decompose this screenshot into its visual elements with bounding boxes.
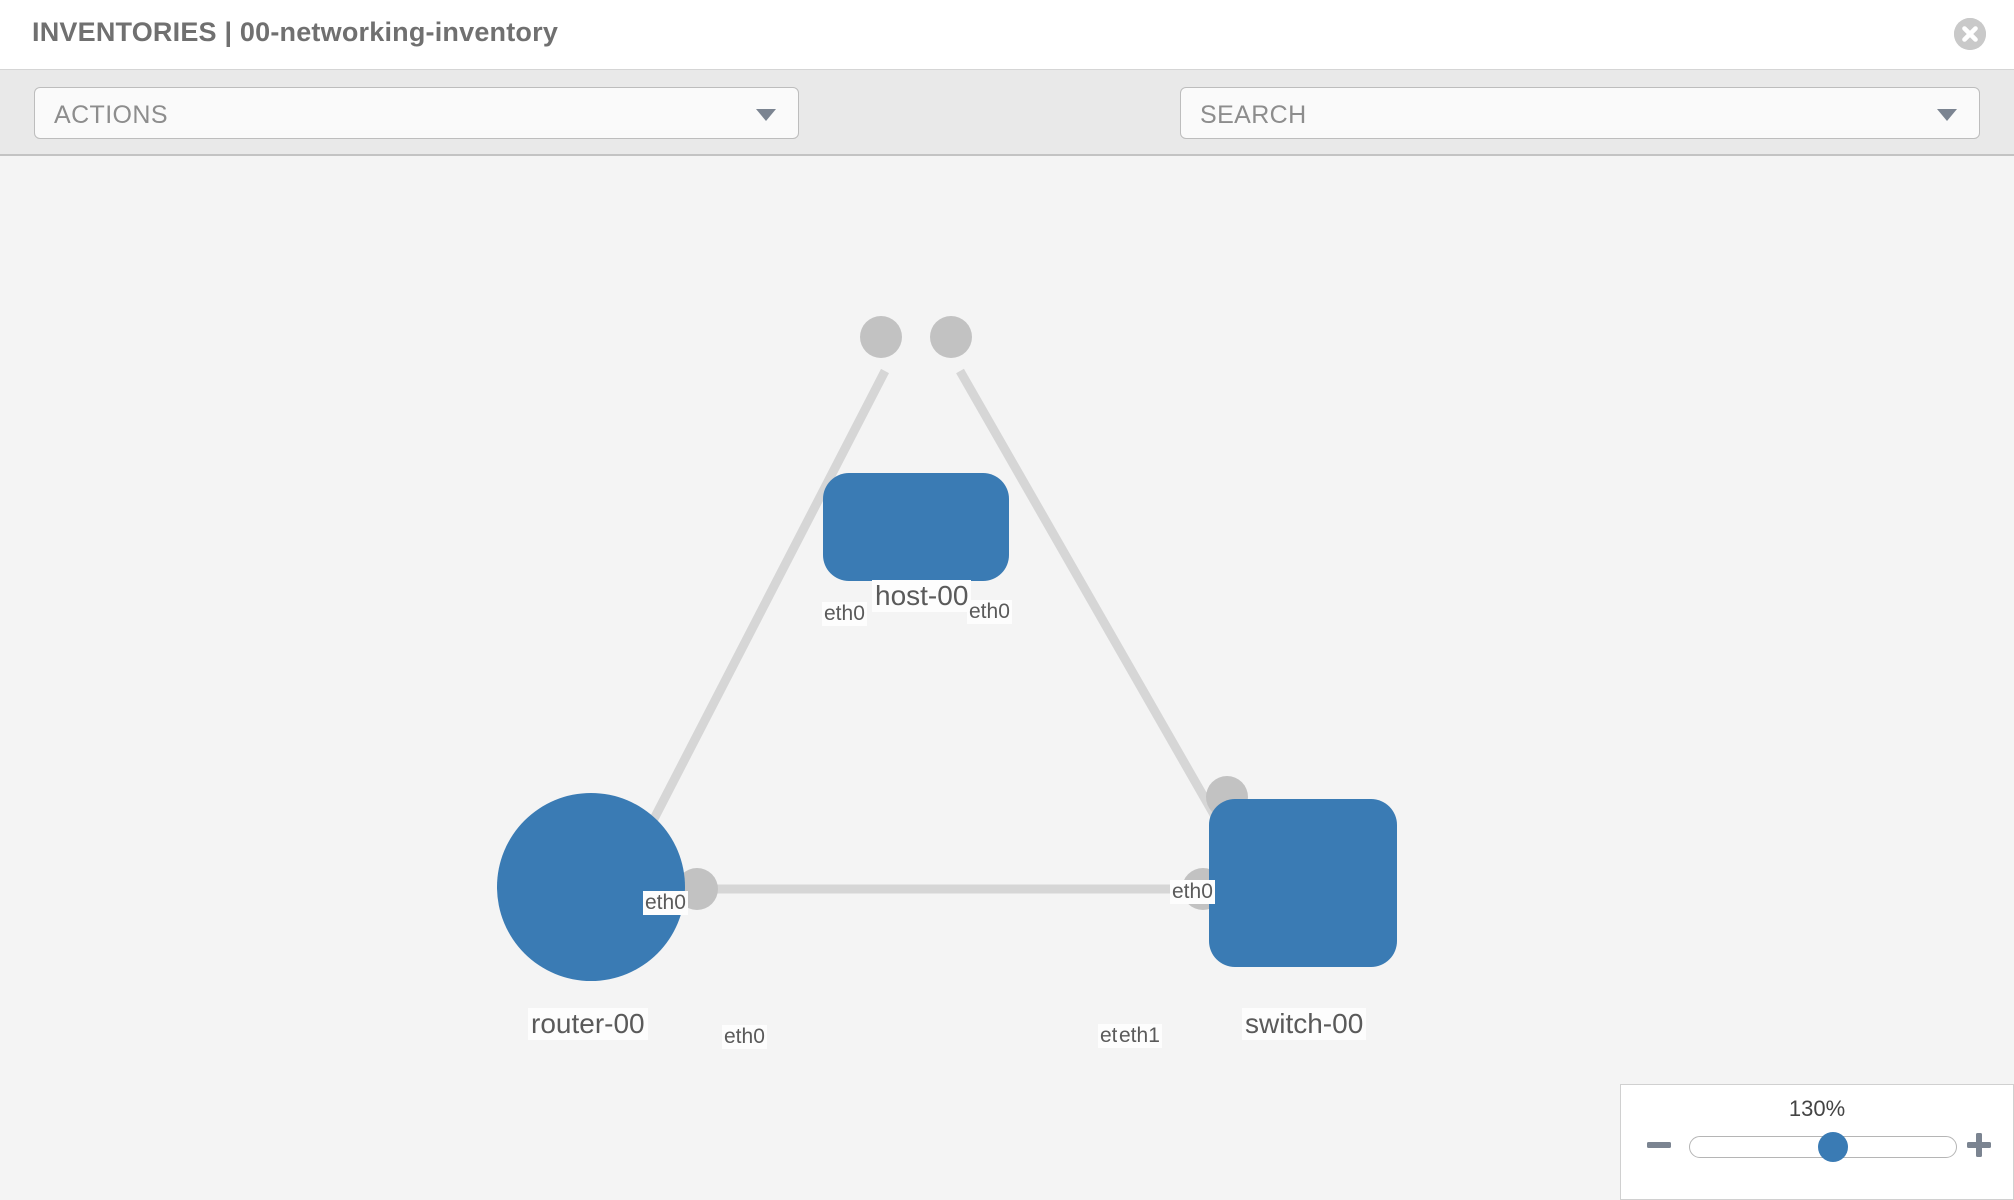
node-label-router-00: router-00 [528, 1008, 648, 1041]
port-label-router-right: eth0 [722, 1025, 767, 1050]
port-label-router-up: eth0 [643, 891, 688, 916]
link-host-switch [956, 368, 1236, 849]
chevron-down-icon[interactable] [1937, 109, 1957, 121]
link-host-router [636, 368, 889, 849]
node-host-shape [823, 473, 1009, 581]
minus-icon[interactable] [1643, 1129, 1675, 1161]
node-switch-shape [1209, 799, 1397, 967]
node-label-switch-00: switch-00 [1242, 1008, 1367, 1041]
plus-icon[interactable] [1963, 1129, 1995, 1161]
close-icon[interactable] [1954, 18, 1986, 50]
topology-links [636, 368, 1236, 894]
port-label-host-left: eth0 [822, 602, 867, 627]
port-label-switch-up: eth0 [1170, 880, 1215, 905]
zoom-slider-thumb[interactable] [1818, 1132, 1848, 1162]
zoom-control-panel: 130% [1620, 1084, 2014, 1200]
search-placeholder: SEARCH [1200, 101, 1307, 129]
actions-dropdown-label: ACTIONS [54, 101, 168, 129]
endpoint-host-right[interactable] [930, 316, 972, 358]
zoom-slider[interactable] [1689, 1132, 1957, 1162]
page-title: INVENTORIES | 00-networking-inventory [32, 17, 559, 47]
node-label-host-00: host-00 [872, 580, 972, 613]
port-label-host-right: eth0 [967, 600, 1012, 625]
page-header: INVENTORIES | 00-networking-inventory [0, 0, 2014, 69]
topology-canvas[interactable]: host-00 eth0 eth0 [0, 156, 2014, 1200]
toolbar: ACTIONS SEARCH [0, 69, 2014, 203]
endpoint-host-left[interactable] [860, 316, 902, 358]
port-label-switch-left: eth1 [1117, 1024, 1162, 1049]
node-router-shape [497, 793, 685, 981]
zoom-level-label: 130% [1788, 1096, 1846, 1121]
chevron-down-icon [756, 109, 776, 121]
actions-dropdown[interactable]: ACTIONS [34, 87, 799, 139]
search-input[interactable]: SEARCH [1180, 87, 1980, 139]
